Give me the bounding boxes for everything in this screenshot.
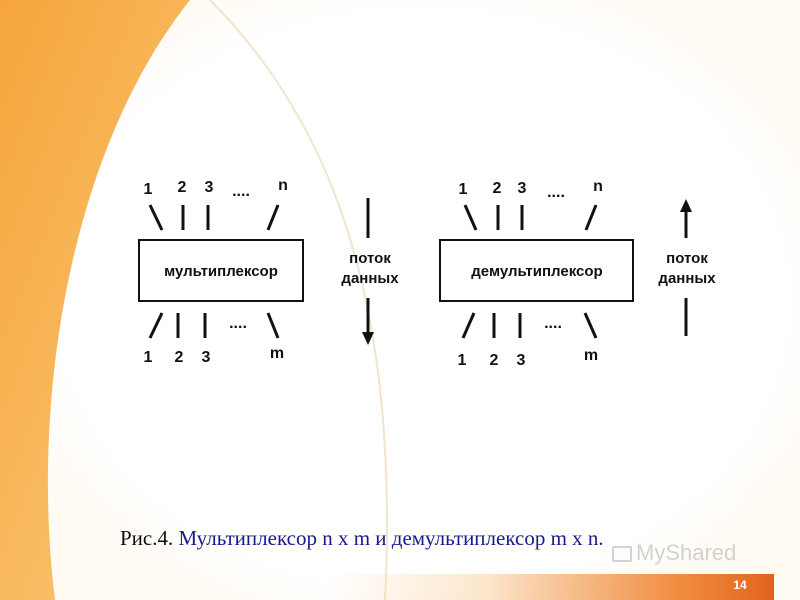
- multiplexer-box: [138, 239, 304, 302]
- mux-input-label-1: 1: [144, 181, 153, 198]
- demultiplexer-label: демультиплексор: [471, 263, 602, 280]
- slide-number: 14: [733, 578, 747, 592]
- right-flow-arrowhead-up: [680, 199, 692, 212]
- mux-output-ellipsis: ....: [229, 315, 247, 332]
- mux-output-label-m: m: [270, 345, 284, 362]
- left-flow-label-line1: поток: [349, 250, 391, 267]
- figure-caption-prefix: Рис.4.: [120, 526, 179, 550]
- watermark-logo-icon: [612, 546, 632, 563]
- mux-input-ellipsis: ....: [232, 183, 250, 200]
- demux-input-ellipsis: ....: [547, 184, 565, 201]
- left-flow-arrowhead-down: [362, 332, 374, 345]
- demux-output-wire-m: [583, 312, 598, 339]
- demux-input-wire-1: [463, 204, 478, 231]
- mux-output-wire-m: [266, 312, 280, 339]
- demux-output-wire-1: [461, 312, 476, 339]
- mux-input-label-n: n: [278, 177, 288, 194]
- mux-output-label-3: 3: [202, 349, 211, 366]
- demux-output-label-1: 1: [458, 352, 467, 369]
- demultiplexer-box: [439, 239, 634, 302]
- figure-caption: Рис.4. Мультиплексор n x m и демультипле…: [120, 526, 760, 551]
- mux-output-label-2: 2: [175, 349, 184, 366]
- mux-input-wire-n: [266, 204, 280, 231]
- multiplexer-label: мультиплексор: [164, 263, 278, 280]
- mux-input-label-3: 3: [205, 179, 214, 196]
- demux-input-label-n: n: [593, 178, 603, 195]
- demux-output-ellipsis: ....: [544, 315, 562, 332]
- demux-output-label-3: 3: [517, 352, 526, 369]
- figure-caption-text: Мультиплексор n x m и демультиплексор m …: [178, 526, 604, 550]
- inner-curve: [209, 0, 388, 600]
- demux-input-wire-n: [584, 204, 598, 231]
- right-flow-label-line2: данных: [658, 270, 716, 287]
- demux-input-label-2: 2: [493, 180, 502, 197]
- watermark-text: MyShared: [636, 540, 737, 565]
- demux-output-label-m: m: [584, 347, 598, 364]
- watermark: MyShared: [612, 540, 736, 566]
- mux-output-wire-1: [148, 312, 164, 339]
- mux-output-label-1: 1: [144, 349, 153, 366]
- demux-input-label-3: 3: [518, 180, 527, 197]
- footer-bar: [330, 574, 774, 600]
- right-flow-label-line1: поток: [666, 250, 708, 267]
- mux-input-wire-1: [148, 204, 164, 231]
- demux-input-label-1: 1: [459, 181, 468, 198]
- white-swoosh: [47, 0, 800, 600]
- mux-input-label-2: 2: [178, 179, 187, 196]
- left-flow-label-line2: данных: [341, 270, 399, 287]
- demux-output-label-2: 2: [490, 352, 499, 369]
